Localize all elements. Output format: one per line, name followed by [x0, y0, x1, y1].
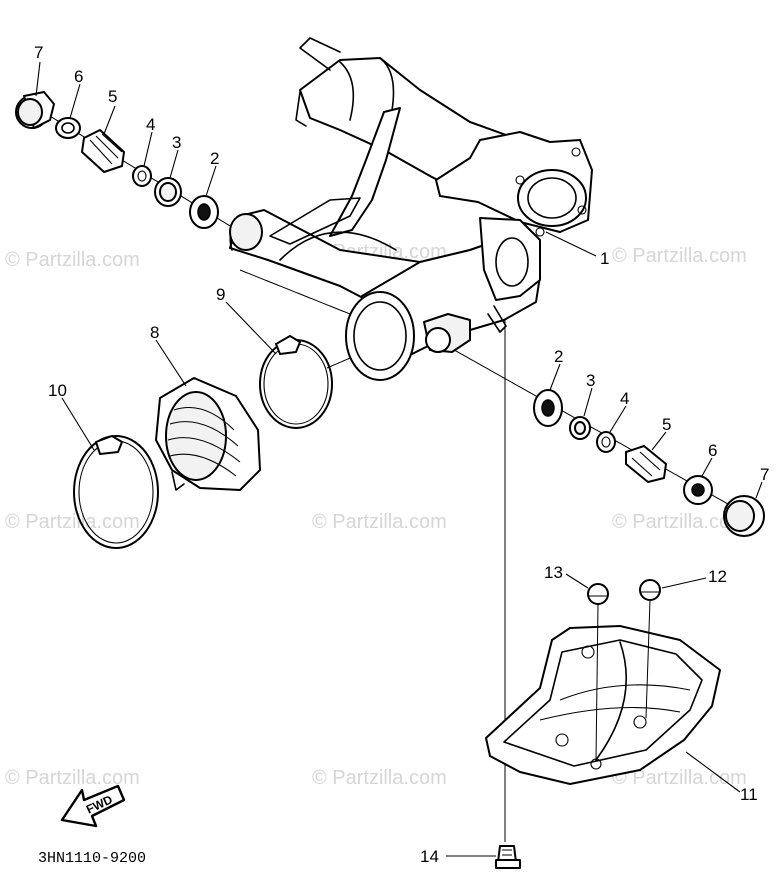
callout-7-right: 7: [760, 465, 769, 484]
right-bearing-stack: [533, 389, 765, 537]
watermark: © Partzilla.com: [312, 511, 447, 533]
callout-4-left: 4: [146, 115, 155, 134]
diagram-code: 3HN1110-9200: [38, 850, 146, 867]
watermark: © Partzilla.com: [5, 511, 140, 533]
callout-3-right: 3: [586, 371, 595, 390]
skid-plate: [485, 625, 721, 785]
callout-5-right: 5: [662, 415, 671, 434]
callout-14: 14: [420, 847, 439, 866]
callout-6-left: 6: [74, 67, 83, 86]
callout-3-left: 3: [172, 133, 181, 152]
callout-13: 13: [544, 563, 563, 582]
callout-11: 11: [740, 785, 758, 804]
callout-5-left: 5: [108, 87, 117, 106]
leader-lines: [35, 61, 763, 857]
fwd-arrow-icon: FWD: [60, 784, 126, 828]
clamp-large: [73, 435, 159, 549]
watermark: © Partzilla.com: [612, 511, 747, 533]
callout-9: 9: [216, 285, 225, 304]
watermark: © Partzilla.com: [5, 767, 140, 789]
grommets-and-bolt: [495, 579, 661, 869]
callout-10: 10: [48, 381, 67, 400]
watermark-layer: © Partzilla.com © Partzilla.com © Partzi…: [5, 241, 747, 789]
callouts: 7 6 5 4 3 2 1 2 3 4 5 6 7 8 9 10 11 12 1…: [34, 43, 769, 866]
watermark: © Partzilla.com: [312, 767, 447, 789]
boot: [155, 377, 261, 491]
watermark: © Partzilla.com: [612, 245, 747, 267]
callout-2-left: 2: [210, 149, 219, 168]
callout-7-left: 7: [34, 43, 43, 62]
callout-2-right: 2: [554, 347, 563, 366]
callout-1: 1: [600, 249, 609, 268]
left-bearing-stack: [15, 91, 219, 229]
watermark: © Partzilla.com: [5, 249, 140, 271]
callout-8: 8: [150, 323, 159, 342]
swingarm: [229, 37, 593, 381]
clamp-small: [259, 335, 333, 429]
callout-12: 12: [708, 567, 727, 586]
callout-4-right: 4: [620, 389, 629, 408]
callout-6-right: 6: [708, 441, 717, 460]
